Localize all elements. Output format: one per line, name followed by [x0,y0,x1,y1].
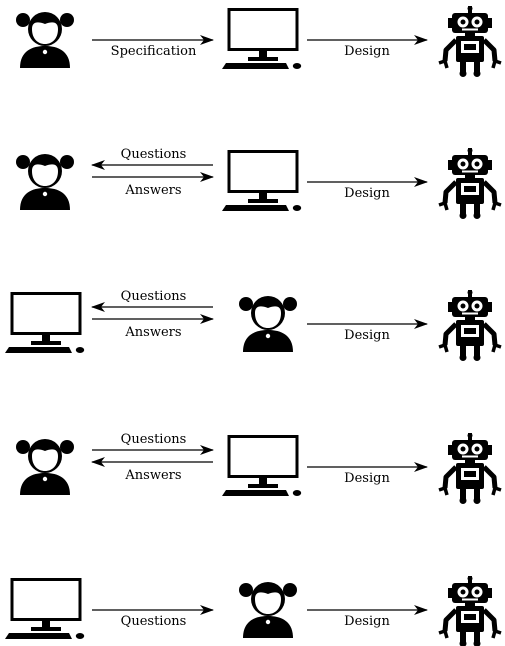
diagram-row-5: Questions Design [5,576,501,646]
arrow-label: Specification [111,44,197,59]
design-label: Design [344,44,390,59]
computer-icon [5,578,86,640]
person-icon [239,582,297,638]
computer-icon [222,435,303,497]
diagram-row-1: Specification Design [16,6,501,77]
robot-icon [439,433,501,504]
design-label: Design [344,614,390,629]
design-label: Design [344,471,390,486]
robot-icon [439,6,501,77]
person-icon [16,439,74,495]
arrow-label: Answers [124,183,181,198]
arrow-label: Answers [124,325,181,340]
computer-icon [222,150,303,212]
robot-icon [439,576,501,646]
design-label: Design [344,328,390,343]
computer-icon [5,292,86,354]
arrow-label: Answers [124,468,181,483]
person-icon [16,12,74,68]
arrow-label: Questions [121,614,187,629]
robot-icon [439,148,501,219]
design-label: Design [344,186,390,201]
robot-icon [439,290,501,361]
person-icon [16,154,74,210]
person-icon [239,296,297,352]
arrow-label: Questions [121,289,187,304]
computer-icon [222,8,303,70]
arrow-label: Questions [121,432,187,447]
arrow-label: Questions [121,147,187,162]
